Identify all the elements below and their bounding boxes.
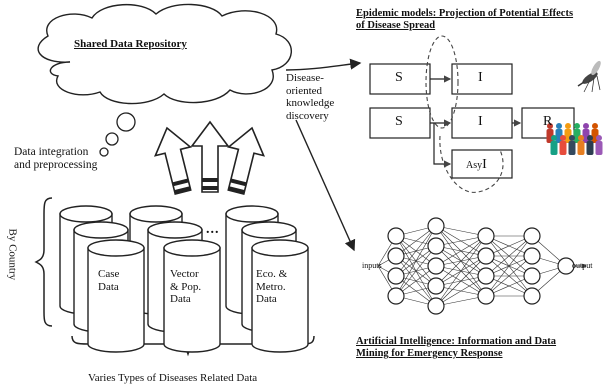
nn-connection [485, 255, 533, 297]
nn-connection [395, 225, 437, 277]
eco-line-3: Data [256, 293, 277, 306]
epidemic-title-line-1: Epidemic models: Projection of Potential… [356, 8, 574, 19]
nn-node [387, 267, 405, 285]
database-cylinder [251, 239, 309, 353]
case-line-2: Data [98, 280, 119, 293]
by-country-brace [34, 197, 53, 327]
nn-node [387, 287, 405, 305]
cylinder-label-vector: Vector & Pop. Data [170, 268, 201, 306]
cloud-icon [37, 3, 292, 105]
case-line-1: Case [98, 268, 120, 280]
asy-prefix: Asy [466, 160, 483, 171]
nn-node [477, 287, 495, 305]
nn-connection [435, 235, 487, 307]
nn-node [427, 257, 445, 275]
eco-line-2: Metro. [256, 280, 286, 293]
nn-node [477, 227, 495, 245]
asy-i-box-label: AsyI [466, 155, 487, 173]
i-box-2-label: I [478, 114, 483, 129]
person-icon [577, 135, 585, 155]
database-cylinder [87, 239, 145, 353]
database-cylinder-icon [59, 205, 309, 353]
r-box-label: R [543, 114, 553, 129]
discovery-line-3: knowledge [286, 97, 335, 110]
epidemic-title: Epidemic models: Projection of Potential… [356, 8, 573, 32]
nn-connection [395, 245, 437, 297]
discovery-line-1: Disease- [286, 72, 324, 84]
integration-line-1: Data integration [14, 146, 89, 158]
nn-node [427, 277, 445, 295]
cylinder-label-case: Case Data [98, 268, 119, 293]
arrow-to-epidemic-models [285, 58, 362, 71]
repository-title: Shared Data Repository [74, 38, 187, 50]
ai-title-line-1: Artificial Intelligence: Information and… [356, 336, 557, 347]
arrow-to-ai [295, 119, 356, 252]
mosquito-icon [577, 60, 601, 93]
i-box-1-label: I [478, 70, 483, 85]
epidemic-model-diagram [369, 35, 575, 193]
by-country-label: By Country [6, 228, 19, 281]
ai-title: Artificial Intelligence: Information and… [356, 336, 556, 360]
integration-line-2: and preprocessing [14, 159, 98, 172]
nn-connection [435, 275, 487, 307]
nn-node [523, 287, 541, 305]
nn-node [523, 227, 541, 245]
nn-node [477, 247, 495, 265]
person-icon [550, 135, 558, 155]
nn-node [387, 227, 405, 245]
nn-node [477, 267, 495, 285]
nn-connection [485, 235, 533, 297]
ai-title-line-2: Mining for Emergency Response [356, 348, 503, 360]
upload-arrow-icon [153, 120, 266, 195]
cylinder-label-eco: Eco. & Metro. Data [256, 268, 287, 306]
asy-main: I [482, 157, 487, 172]
eco-line-1: Eco. & [256, 268, 288, 280]
neural-network-diagram [377, 217, 587, 315]
nn-node [557, 257, 575, 275]
nn-node [427, 237, 445, 255]
nn-connection [435, 235, 487, 267]
person-icon [559, 135, 567, 155]
discovery-line-4: discovery [286, 109, 329, 122]
person-icon [586, 135, 594, 155]
i-box-1 [451, 63, 513, 95]
nn-node [387, 247, 405, 265]
vector-line-3: Data [170, 293, 191, 306]
nn-node [523, 267, 541, 285]
ellipsis-dots: ... [206, 222, 220, 237]
s-box-1-label: S [395, 70, 403, 85]
bottom-data-label: Varies Types of Diseases Related Data [88, 372, 258, 384]
nn-node [427, 217, 445, 235]
nn-connection [435, 255, 487, 307]
s-box-1 [369, 63, 431, 95]
vector-line-1: Vector [170, 268, 199, 280]
nn-node [427, 297, 445, 315]
nn-connection [485, 235, 533, 277]
person-icon [595, 135, 603, 155]
epidemic-title-line-2: of Disease Spread [356, 20, 436, 32]
integration-label: Data integration and preprocessing [14, 146, 97, 172]
nn-output-label: output [572, 261, 593, 270]
database-cylinder [163, 239, 221, 353]
discovery-label: Disease- oriented knowledge discovery [286, 72, 334, 123]
person-icon [568, 135, 576, 155]
s-box-2-label: S [395, 114, 403, 129]
people-crowd-icon [546, 123, 603, 155]
vector-line-2: & Pop. [170, 280, 202, 293]
discovery-line-2: oriented [286, 84, 323, 97]
nn-node [523, 247, 541, 265]
nn-inputs-label: inputs [362, 261, 382, 270]
nn-connection [435, 235, 487, 287]
nn-connection [395, 225, 437, 297]
thought-bubble-icon [99, 112, 136, 157]
